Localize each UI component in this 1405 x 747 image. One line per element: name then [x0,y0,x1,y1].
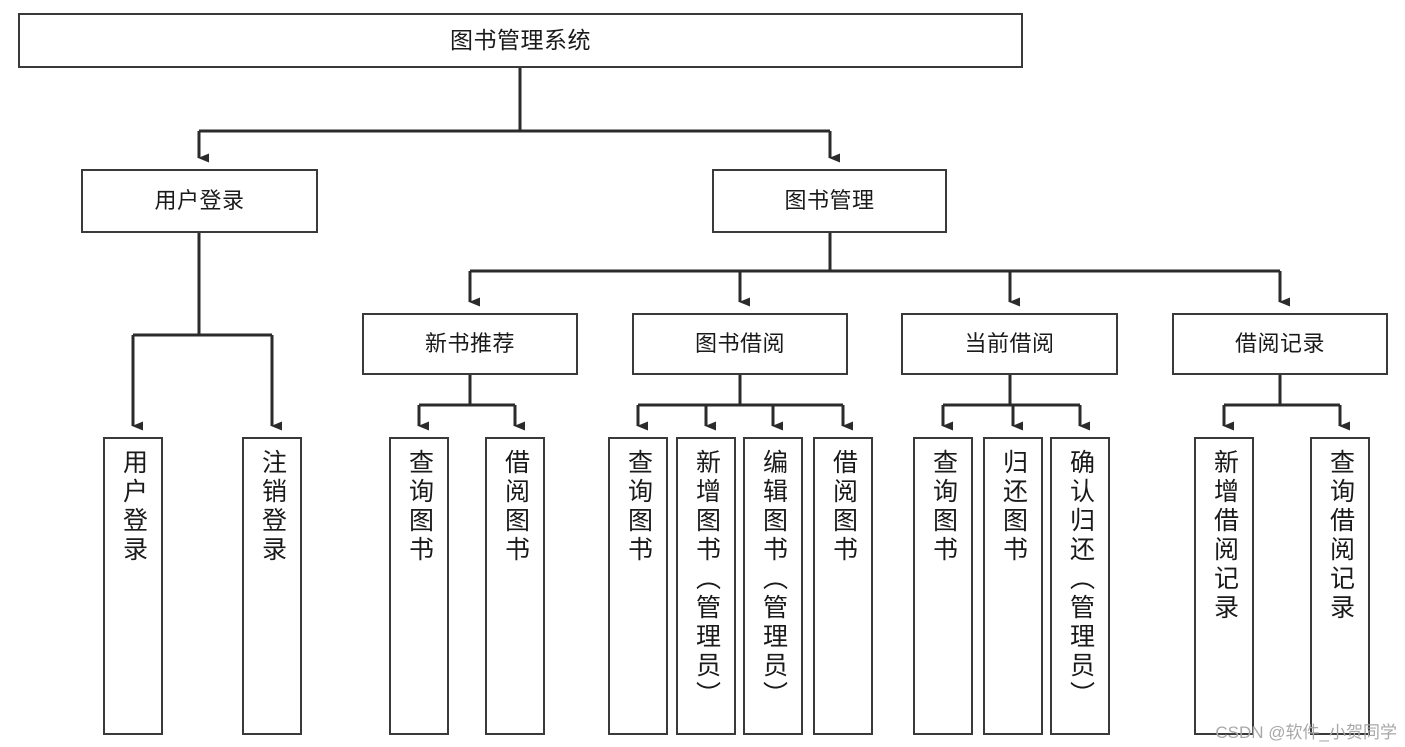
node-label: 用户登录 [119,449,148,565]
node-label: 查询借阅记录 [1326,449,1355,623]
node-label: 图书管理系统 [450,26,591,53]
node-label: 新增图书（管理员） [692,449,721,710]
node-label: 借阅图书 [501,449,530,565]
node-leaf-query-borrow-record[interactable]: 查询借阅记录 [1310,437,1370,735]
node-current-borrow[interactable]: 当前借阅 [901,313,1118,375]
node-label: 新书推荐 [424,331,515,357]
node-label: 借阅记录 [1234,331,1325,357]
node-leaf-borrow-book-borrow[interactable]: 借阅图书 [813,437,873,735]
node-root-book-management-system[interactable]: 图书管理系统 [18,13,1023,68]
node-label: 图书借阅 [694,331,785,357]
node-label: 图书管理 [784,188,875,214]
node-label: 归还图书 [999,449,1028,565]
node-leaf-add-borrow-record[interactable]: 新增借阅记录 [1194,437,1254,735]
node-label: 新增借阅记录 [1210,449,1239,623]
node-leaf-borrow-book-recommend[interactable]: 借阅图书 [485,437,545,735]
node-label: 查询图书 [624,449,653,565]
node-leaf-add-book-admin[interactable]: 新增图书（管理员） [676,437,736,735]
node-label: 查询图书 [929,449,958,565]
node-leaf-query-book-recommend[interactable]: 查询图书 [389,437,449,735]
node-label: 用户登录 [154,188,245,214]
node-book-borrow[interactable]: 图书借阅 [632,313,848,375]
node-leaf-return-book[interactable]: 归还图书 [983,437,1043,735]
node-new-book-recommend[interactable]: 新书推荐 [362,313,578,375]
node-leaf-edit-book-admin[interactable]: 编辑图书（管理员） [743,437,803,735]
node-leaf-confirm-return-admin[interactable]: 确认归还（管理员） [1050,437,1110,735]
node-leaf-logout[interactable]: 注销登录 [242,437,302,735]
node-book-management[interactable]: 图书管理 [712,169,947,233]
node-user-login[interactable]: 用户登录 [81,169,318,233]
node-borrow-record[interactable]: 借阅记录 [1172,313,1388,375]
node-label: 确认归还（管理员） [1066,449,1095,710]
node-leaf-query-book-current[interactable]: 查询图书 [913,437,973,735]
node-label: 借阅图书 [829,449,858,565]
node-label: 编辑图书（管理员） [759,449,788,710]
node-leaf-query-book-borrow[interactable]: 查询图书 [608,437,668,735]
node-leaf-user-login[interactable]: 用户登录 [103,437,163,735]
node-label: 当前借阅 [964,331,1055,357]
node-label: 查询图书 [405,449,434,565]
node-label: 注销登录 [258,449,287,565]
